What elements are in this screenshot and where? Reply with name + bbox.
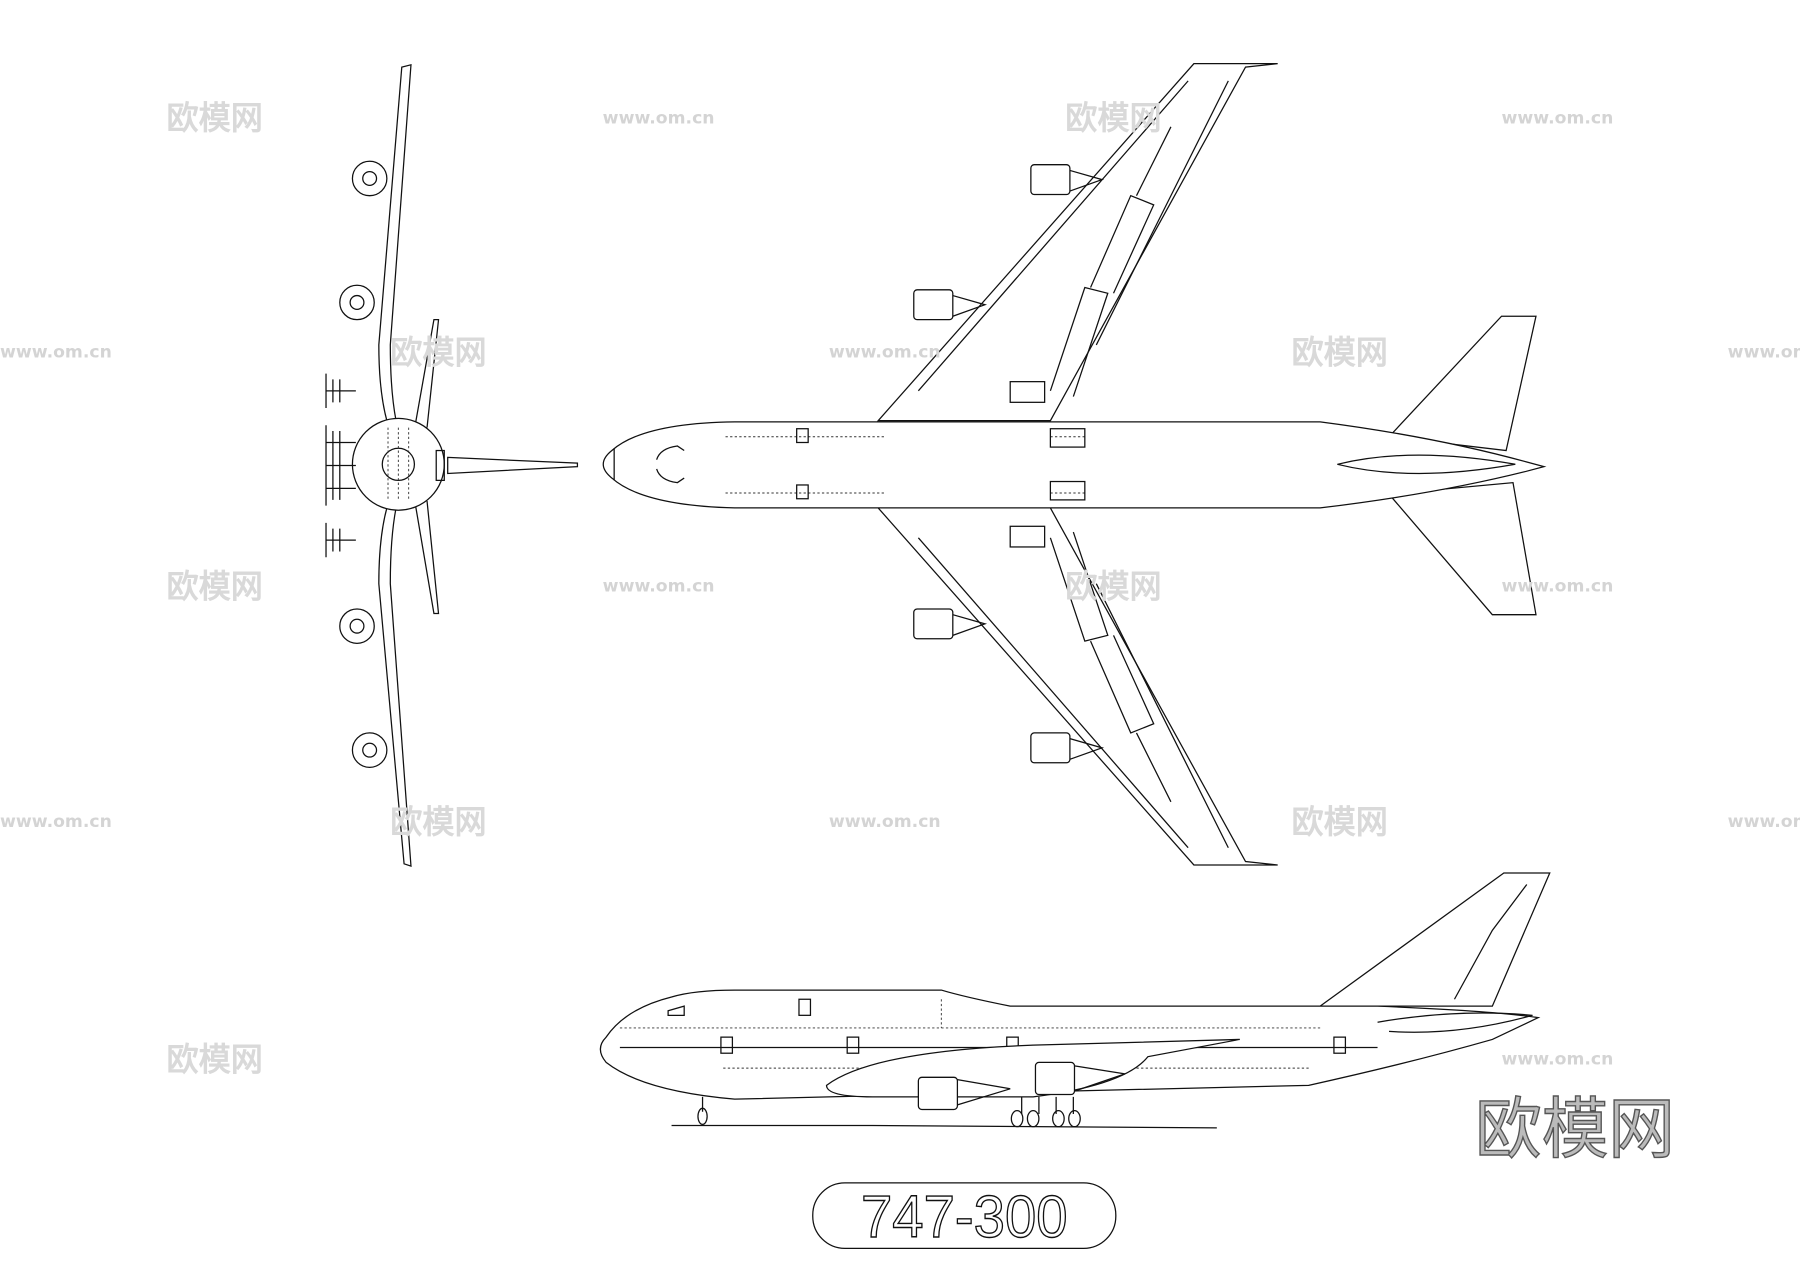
watermark-url: www.om.cn	[0, 343, 112, 363]
front-wing-lower	[378, 507, 412, 867]
watermark-url: www.om.cn	[1502, 1050, 1614, 1070]
front-engines	[339, 160, 388, 768]
model-label-text: 747-300	[861, 1183, 1068, 1250]
watermark-url: www.om.cn	[829, 343, 941, 363]
watermark-brand: 欧模网	[1065, 567, 1161, 605]
top-htail-right	[1387, 481, 1537, 616]
watermark-brand: 欧模网	[390, 333, 486, 371]
front-landing-gear	[325, 373, 356, 558]
watermark-url: www.om.cn	[1728, 343, 1800, 363]
side-vertical-tail	[1318, 872, 1551, 1007]
watermark-brand: 欧模网	[1291, 333, 1387, 371]
top-cockpit	[656, 445, 685, 484]
watermark-url: www.om.cn	[1502, 108, 1614, 128]
model-label: 747-300	[812, 1182, 1117, 1251]
top-view	[602, 63, 1547, 866]
top-engines	[913, 164, 1105, 764]
side-view	[599, 872, 1551, 1129]
brand-logo-watermark: 欧模网	[1475, 1090, 1675, 1168]
watermark-url: www.om.cn	[603, 577, 715, 597]
watermark-url: www.om.cn	[1502, 577, 1614, 597]
front-wing-upper	[378, 63, 412, 421]
front-htail-lower	[414, 500, 440, 615]
watermark-brand: 欧模网	[390, 803, 486, 841]
watermark-brand: 欧模网	[166, 567, 262, 605]
top-flaps	[1049, 126, 1172, 803]
watermark-brand: 欧模网	[166, 1040, 262, 1078]
side-engines	[917, 1061, 1126, 1111]
top-wing-left	[876, 63, 1278, 422]
ground-line	[671, 1124, 1217, 1129]
watermark-url: www.om.cn	[1728, 812, 1800, 832]
watermark-url: www.om.cn	[0, 812, 112, 832]
watermark-url: www.om.cn	[603, 108, 715, 128]
watermark-url: www.om.cn	[829, 812, 941, 832]
watermark-layer: 欧模网 www.om.cn 欧模网 www.om.cn www.om.cn 欧模…	[0, 99, 1800, 1078]
top-htail-left	[1387, 315, 1537, 452]
watermark-brand: 欧模网	[166, 99, 262, 137]
front-view	[325, 63, 579, 867]
side-landing-gear	[697, 1096, 1081, 1128]
watermark-brand: 欧模网	[1291, 803, 1387, 841]
top-fuselage	[602, 421, 1547, 509]
front-vertical-tail	[447, 456, 579, 475]
watermark-brand: 欧模网	[1065, 99, 1161, 137]
front-htail-upper	[414, 319, 440, 428]
model-label-frame	[812, 1182, 1117, 1249]
